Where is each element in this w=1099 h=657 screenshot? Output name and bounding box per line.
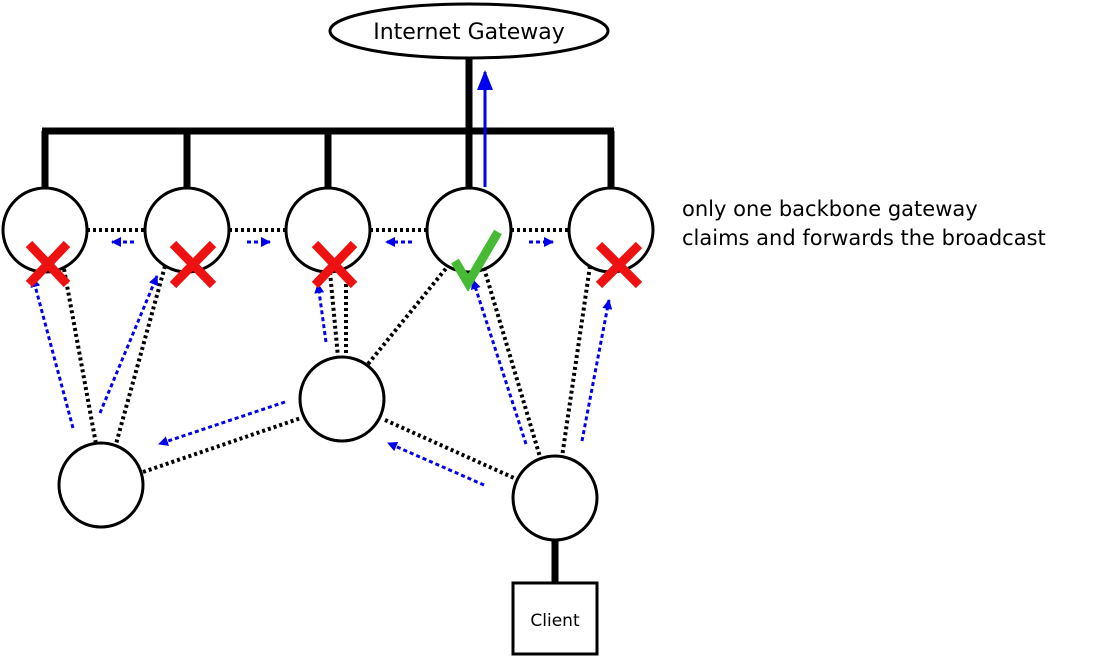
cross-mark-icon — [25, 240, 71, 288]
backbone-gateway-node — [425, 186, 513, 274]
caption: only one backbone gateway claims and for… — [682, 197, 1046, 250]
cross-mark-icon — [169, 240, 217, 289]
backbone-bus — [41, 58, 615, 187]
broadcast-arrows — [30, 237, 613, 487]
mesh-links — [62, 228, 592, 480]
cross-mark-icon — [595, 241, 643, 289]
mesh-nodes — [57, 355, 599, 542]
mesh-node — [298, 355, 386, 443]
caption-line-2: claims and forwards the broadcast — [682, 226, 1046, 250]
internet-gateway: Internet Gateway — [328, 2, 610, 60]
client: Client — [511, 540, 599, 656]
internet-gateway-label: Internet Gateway — [373, 20, 565, 45]
client-label: Client — [530, 611, 580, 631]
client-mesh-node — [511, 454, 599, 542]
caption-line-1: only one backbone gateway — [682, 197, 978, 221]
cross-mark-icon — [311, 240, 358, 289]
mesh-node — [57, 441, 145, 529]
check-mark-icon — [451, 229, 502, 292]
